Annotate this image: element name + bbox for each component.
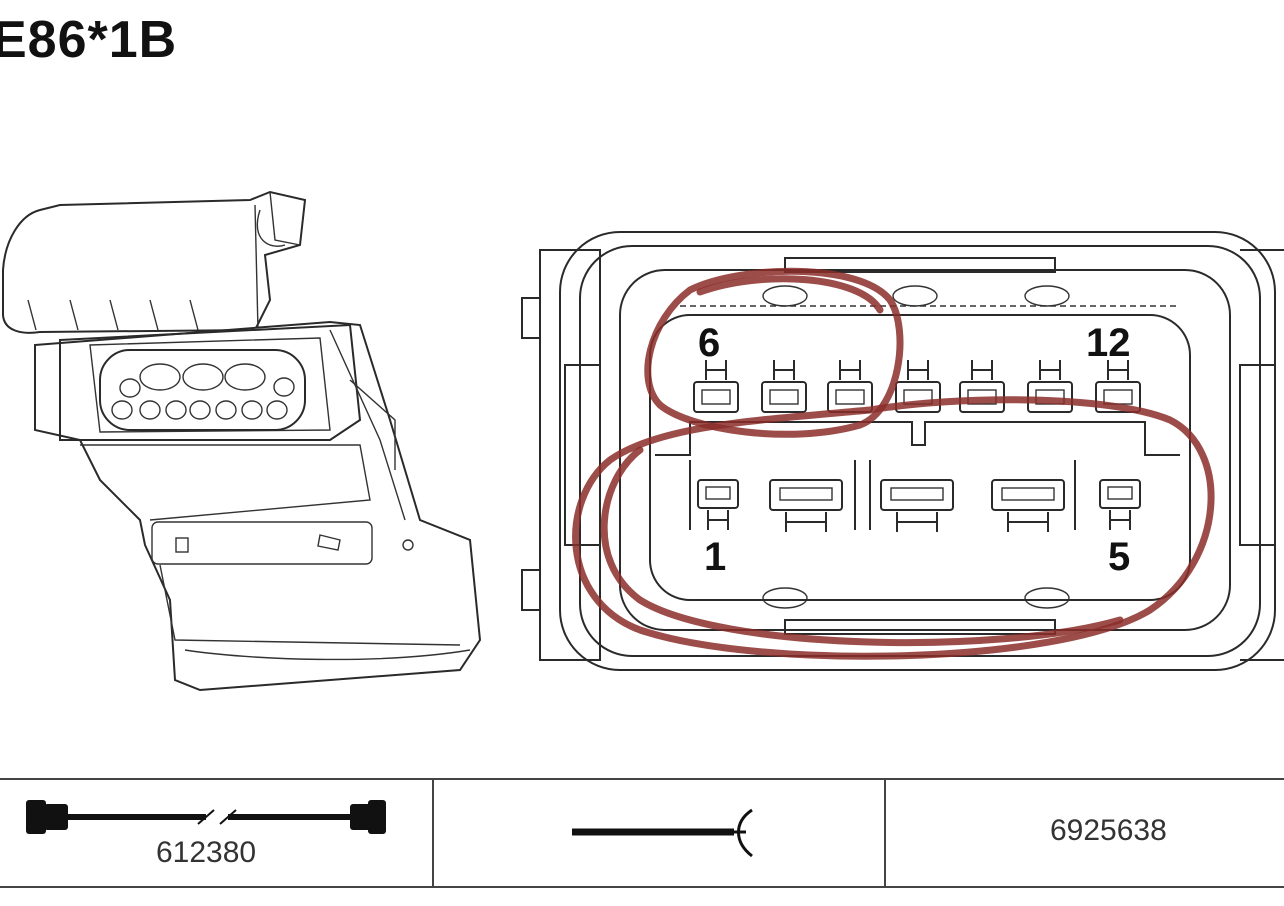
harness-cable-icon — [26, 800, 386, 834]
harness-cell: 612380 — [0, 780, 432, 886]
connector-side-view-icon — [2, 190, 482, 692]
wire-end-cell — [432, 780, 884, 886]
wire-end-icon — [572, 808, 753, 858]
connector-title: E86*1B — [0, 11, 178, 69]
top-row-terminals-icon — [693, 360, 1141, 413]
annotation-marker-loops — [572, 267, 1215, 660]
connector-diagram: 6 12 1 5 — [2, 190, 1284, 692]
pin-label-12: 12 — [1086, 321, 1131, 365]
connector-part-number: 6925638 — [1050, 814, 1167, 847]
harness-part-number: 612380 — [156, 836, 257, 869]
part-number-cell: 6925638 — [884, 780, 1284, 886]
part-info-table: 612380 6925638 — [0, 778, 1284, 888]
pin-label-1: 1 — [704, 535, 726, 579]
terminal-cavities-icon — [111, 363, 295, 420]
pin-label-5: 5 — [1108, 535, 1130, 579]
pin-label-6: 6 — [698, 321, 720, 365]
bottom-row-terminals-icon — [697, 479, 1141, 532]
